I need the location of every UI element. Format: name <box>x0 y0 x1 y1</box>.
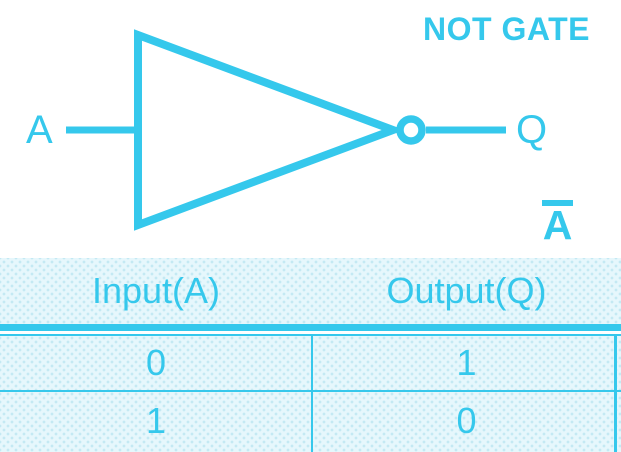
table-row: 1 0 <box>0 392 621 450</box>
header-rule-gap <box>0 331 621 334</box>
gate-diagram: NOT GATE A Q A <box>26 11 590 248</box>
truth-table-header: Input(A) Output(Q) <box>0 258 621 324</box>
complement-expression: A <box>541 200 574 248</box>
gate-triangle <box>134 29 405 231</box>
overbar <box>542 200 573 206</box>
column-divider <box>310 336 313 452</box>
row2-input-value: 1 <box>145 400 167 441</box>
header-rule-thin <box>0 334 621 336</box>
row2-output-value: 0 <box>456 400 477 441</box>
header-input: Input(A) <box>91 270 221 311</box>
header-rule-thick <box>0 324 621 331</box>
truth-table: Input(A) Output(Q) 0 1 1 0 <box>0 258 621 452</box>
row1-input-value: 0 <box>145 342 167 383</box>
gate-title: NOT GATE <box>423 11 590 47</box>
not-gate-symbol <box>66 29 506 231</box>
table-row: 0 1 <box>0 336 621 390</box>
row1-output-value: 1 <box>456 342 477 383</box>
complement-letter: A <box>542 202 573 248</box>
header-output: Output(Q) <box>386 270 547 311</box>
table-right-border <box>614 336 617 452</box>
input-label: A <box>26 108 53 152</box>
truth-table-body: 0 1 1 0 <box>0 336 621 452</box>
inversion-bubble <box>396 115 426 145</box>
output-label: Q <box>516 108 548 152</box>
